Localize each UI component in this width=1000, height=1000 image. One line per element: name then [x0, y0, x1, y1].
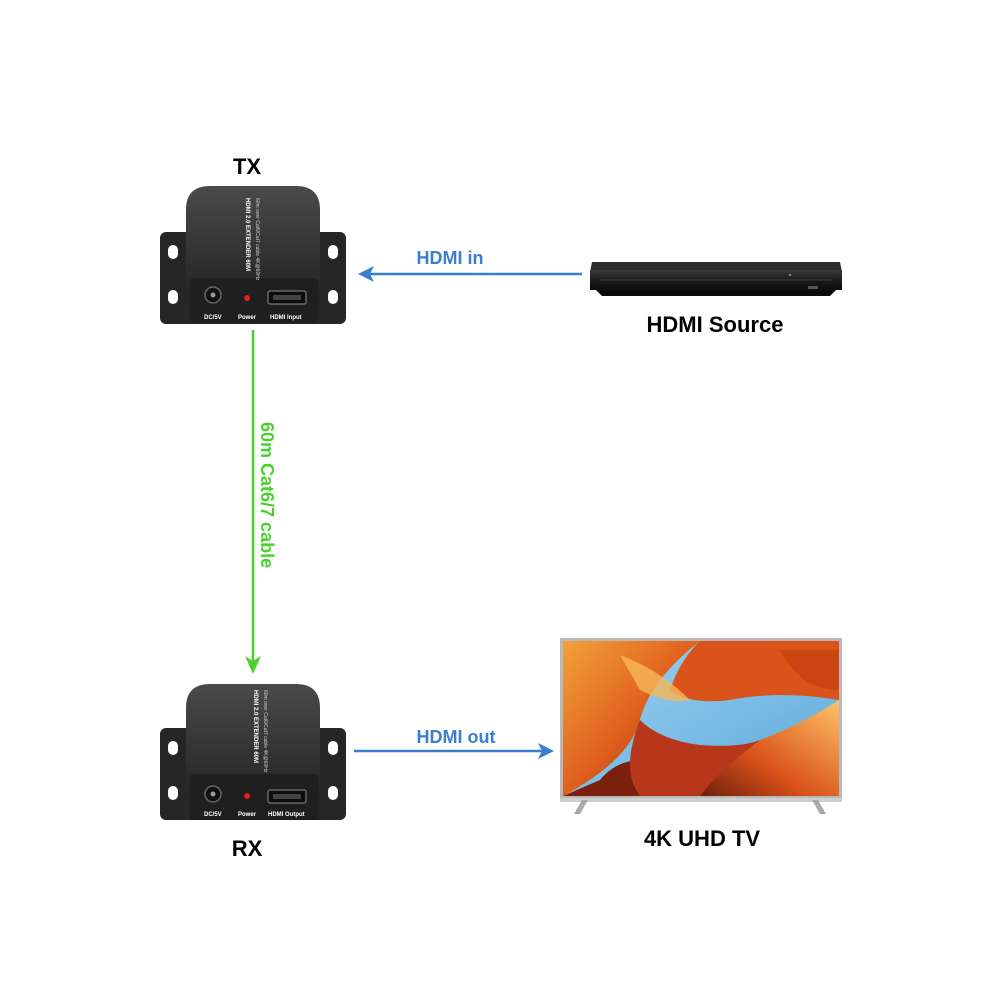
tv-device	[560, 638, 842, 814]
tx-dc-pin	[210, 292, 216, 298]
rx-mount-hole	[168, 741, 178, 755]
tv-leg-left	[574, 800, 588, 814]
tx-mount-hole	[328, 245, 338, 259]
tx-mount-hole	[328, 290, 338, 304]
tx-body	[186, 186, 320, 300]
tv-screen-image	[563, 641, 839, 796]
rx-face-text: HDMI 2.0 EXTENDER 60M	[252, 690, 258, 763]
tv-leg-right	[812, 800, 826, 814]
player-top	[590, 262, 842, 272]
hdmi-out-label: HDMI out	[417, 727, 496, 747]
rx-body	[186, 684, 320, 800]
player-base	[596, 290, 836, 296]
rx-port-label-power: Power	[238, 812, 257, 818]
cable-label: 60m Cat6/7 cable	[257, 422, 277, 568]
cable-connection: 60m Cat6/7 cable	[245, 330, 277, 674]
hdmi-in-connection: HDMI in	[358, 248, 582, 282]
hdmi-source-device	[590, 262, 842, 296]
hdmi-in-arrowhead	[358, 266, 374, 282]
rx-front-panel	[190, 774, 318, 820]
tx-face-small: 60m over Cat6/Cat7 cable 4K@60Hz	[254, 198, 260, 281]
rx-hdmi-port-inner	[273, 794, 301, 799]
tv-bezel-bottom	[560, 798, 842, 802]
tx-port-label-power: Power	[238, 315, 257, 321]
tx-port-label-hdmi: HDMI Input	[270, 315, 302, 321]
rx-mount-hole	[168, 786, 178, 800]
tx-mount-hole	[168, 245, 178, 259]
rx-port-label-hdmi: HDMI Output	[268, 812, 305, 818]
tx-device: HDMI 2.0 EXTENDER 60M 60m over Cat6/Cat7…	[160, 186, 346, 324]
player-usb	[808, 286, 818, 289]
rx-face-small: 60m over Cat6/Cat7 cable 4K@60Hz	[262, 690, 268, 773]
tx-front-panel	[190, 278, 318, 322]
rx-device: HDMI 2.0 EXTENDER 60M 60m over Cat6/Cat7…	[160, 684, 346, 820]
tx-label: TX	[233, 154, 261, 179]
rx-mount-hole	[328, 741, 338, 755]
hdmi-source-label: HDMI Source	[647, 312, 784, 337]
rx-dc-pin	[210, 791, 216, 797]
cable-arrowhead	[245, 656, 261, 674]
tv-label: 4K UHD TV	[644, 826, 760, 851]
hdmi-out-connection: HDMI out	[354, 727, 554, 759]
rx-label: RX	[232, 836, 263, 861]
tx-power-led	[244, 295, 250, 301]
tx-mount-hole	[168, 290, 178, 304]
rx-port-label-dc: DC/5V	[204, 812, 222, 818]
rx-mount-hole	[328, 786, 338, 800]
hdmi-out-arrowhead	[538, 743, 554, 759]
tx-port-label-dc: DC/5V	[204, 315, 222, 321]
player-button	[788, 273, 792, 277]
hdmi-in-label: HDMI in	[417, 248, 484, 268]
rx-power-led	[244, 793, 250, 799]
tx-hdmi-port-inner	[273, 295, 301, 300]
tx-face-text: HDMI 2.0 EXTENDER 60M	[244, 198, 250, 271]
